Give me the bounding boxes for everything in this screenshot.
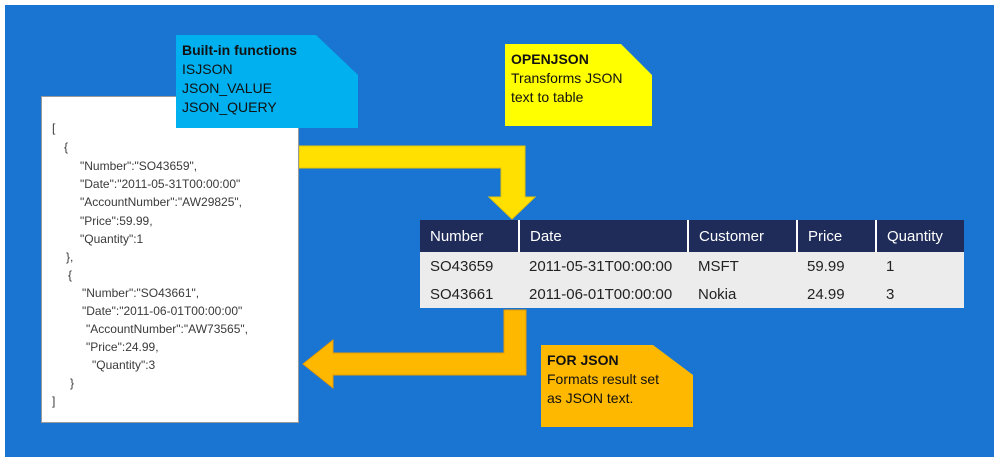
forjson-title: FOR JSON <box>547 352 619 368</box>
json-line: [ <box>52 121 56 135</box>
json-line: } <box>70 376 75 390</box>
json-line: { <box>64 140 69 154</box>
json-line: "Price":24.99, <box>86 340 159 354</box>
forjson-desc-line: as JSON text. <box>547 390 634 406</box>
builtin-functions-callout: Built-in functions ISJSON JSON_VALUE JSO… <box>176 35 358 128</box>
json-line: "Price":59.99, <box>80 214 153 228</box>
cell-customer: Nokia <box>688 280 797 308</box>
forjson-desc-line: Formats result set <box>547 371 660 387</box>
header-date: Date <box>518 220 688 252</box>
json-line: "Date":"2011-05-31T00:00:00" <box>80 177 241 191</box>
result-table: Number Date Customer Price Quantity SO43… <box>420 220 964 308</box>
openjson-title: OPENJSON <box>511 51 589 67</box>
openjson-text: OPENJSON Transforms JSON text to table <box>511 50 623 107</box>
json-line: "AccountNumber":"AW29825", <box>80 195 242 209</box>
json-line: "Number":"SO43661", <box>82 286 200 300</box>
json-line: "Number":"SO43659", <box>80 159 198 173</box>
header-number: Number <box>420 220 519 252</box>
function-json-value: JSON_VALUE <box>182 80 272 96</box>
header-price: Price <box>796 220 876 252</box>
cell-quantity: 1 <box>876 252 964 280</box>
cell-number: SO43659 <box>420 252 519 280</box>
cell-date: 2011-05-31T00:00:00 <box>519 252 688 280</box>
json-line: { <box>68 268 73 282</box>
cell-customer: MSFT <box>688 252 797 280</box>
json-line: "Date":"2011-06-01T00:00:00" <box>82 304 243 318</box>
forjson-arrow <box>302 309 527 390</box>
json-line: }, <box>66 250 74 264</box>
cell-number: SO43661 <box>420 280 519 308</box>
table-row: SO43659 2011-05-31T00:00:00 MSFT 59.99 1 <box>420 252 964 280</box>
table-row: SO43661 2011-06-01T00:00:00 Nokia 24.99 … <box>420 280 964 308</box>
cell-date: 2011-06-01T00:00:00 <box>519 280 688 308</box>
forjson-text: FOR JSON Formats result set as JSON text… <box>547 351 659 408</box>
table-header-row: Number Date Customer Price Quantity <box>420 220 964 252</box>
cell-quantity: 3 <box>876 280 964 308</box>
callout-shape <box>541 345 693 427</box>
builtin-functions-text: Built-in functions ISJSON JSON_VALUE JSO… <box>182 41 297 117</box>
forjson-callout: FOR JSON Formats result set as JSON text… <box>541 345 693 427</box>
header-quantity: Quantity <box>875 220 964 252</box>
openjson-desc-line: Transforms JSON <box>511 70 623 86</box>
openjson-arrow <box>298 145 537 220</box>
function-json-query: JSON_QUERY <box>182 99 277 115</box>
function-isjson: ISJSON <box>182 61 233 77</box>
callout-shape <box>176 35 358 128</box>
json-document: [ { "Number":"SO43659", "Date":"2011-05-… <box>41 96 299 423</box>
builtin-functions-title: Built-in functions <box>182 42 298 58</box>
diagram-canvas: [ { "Number":"SO43659", "Date":"2011-05-… <box>5 5 994 457</box>
json-line: ] <box>52 394 56 408</box>
openjson-callout: OPENJSON Transforms JSON text to table <box>505 44 652 126</box>
callout-shape <box>505 44 652 126</box>
json-line: "Quantity":3 <box>92 358 156 372</box>
cell-price: 24.99 <box>797 280 876 308</box>
header-customer: Customer <box>687 220 797 252</box>
json-line: "Quantity":1 <box>80 232 144 246</box>
json-line: "AccountNumber":"AW73565", <box>86 322 248 336</box>
cell-price: 59.99 <box>797 252 876 280</box>
openjson-desc-line: text to table <box>511 89 584 105</box>
